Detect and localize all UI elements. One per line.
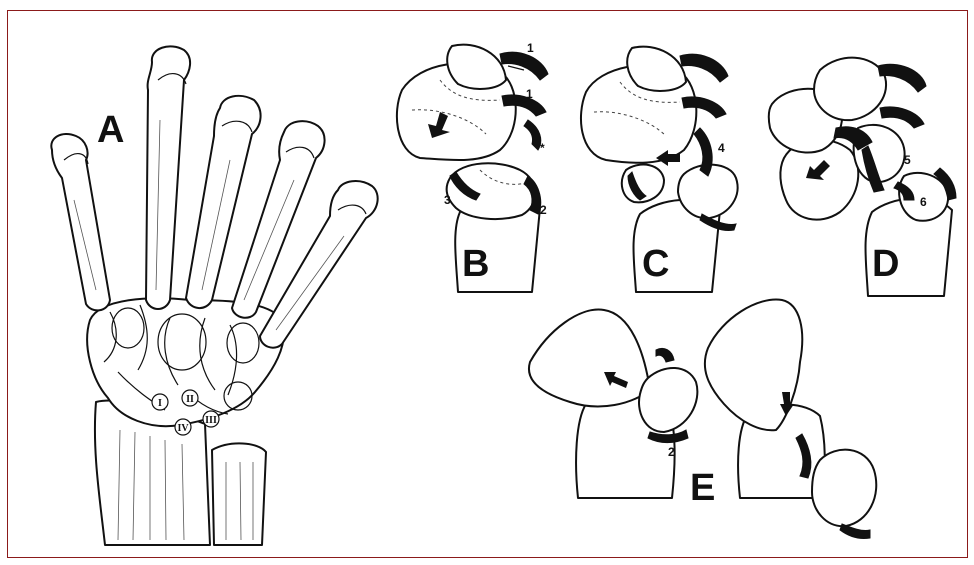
finger-index (146, 46, 190, 309)
panel-e-number-2: 2 (668, 445, 675, 459)
panel-e: 2 E (529, 300, 876, 539)
panel-d: 5 6 D (769, 58, 956, 296)
panel-b-star: * (540, 141, 545, 155)
panel-b-ligament-1 (500, 52, 548, 80)
panel-b-number-2: 2 (540, 203, 547, 217)
roman-label-3: III (205, 415, 217, 426)
panel-label-c: C (642, 243, 669, 285)
panel-label-a: A (97, 109, 124, 151)
panel-a-hand: I II III IV A (51, 46, 377, 545)
panel-b-number-1-mid: 1 (526, 87, 533, 101)
roman-label-1: I (158, 398, 162, 409)
panel-label-e: E (690, 467, 715, 509)
panel-e-right-proximal-bone (812, 450, 876, 526)
panel-b-lunate (447, 163, 536, 219)
panel-label-b: B (462, 243, 489, 285)
panel-b-number-1-top: 1 (527, 41, 534, 55)
panel-b-number-3: 3 (444, 193, 451, 207)
panel-d-number-5: 5 (904, 153, 911, 167)
roman-label-4: IV (177, 423, 189, 434)
panel-d-capitate (814, 58, 886, 121)
roman-label-2: II (186, 394, 194, 405)
carpal-bones (87, 298, 284, 426)
panel-c-number-4: 4 (718, 141, 725, 155)
finger-thumb (51, 134, 110, 310)
panel-label-d: D (872, 243, 899, 285)
panel-e-left-proximal-bone (639, 368, 697, 432)
panel-b: 1 1 * 2 3 B (397, 41, 548, 292)
panel-c-capitate (627, 47, 686, 91)
panel-e-left-distal-bone (529, 310, 650, 407)
panel-c: 4 C (581, 47, 738, 292)
panel-d-number-6: 6 (920, 195, 927, 209)
ulna-bone (212, 443, 266, 545)
panel-b-capitate (447, 45, 506, 89)
